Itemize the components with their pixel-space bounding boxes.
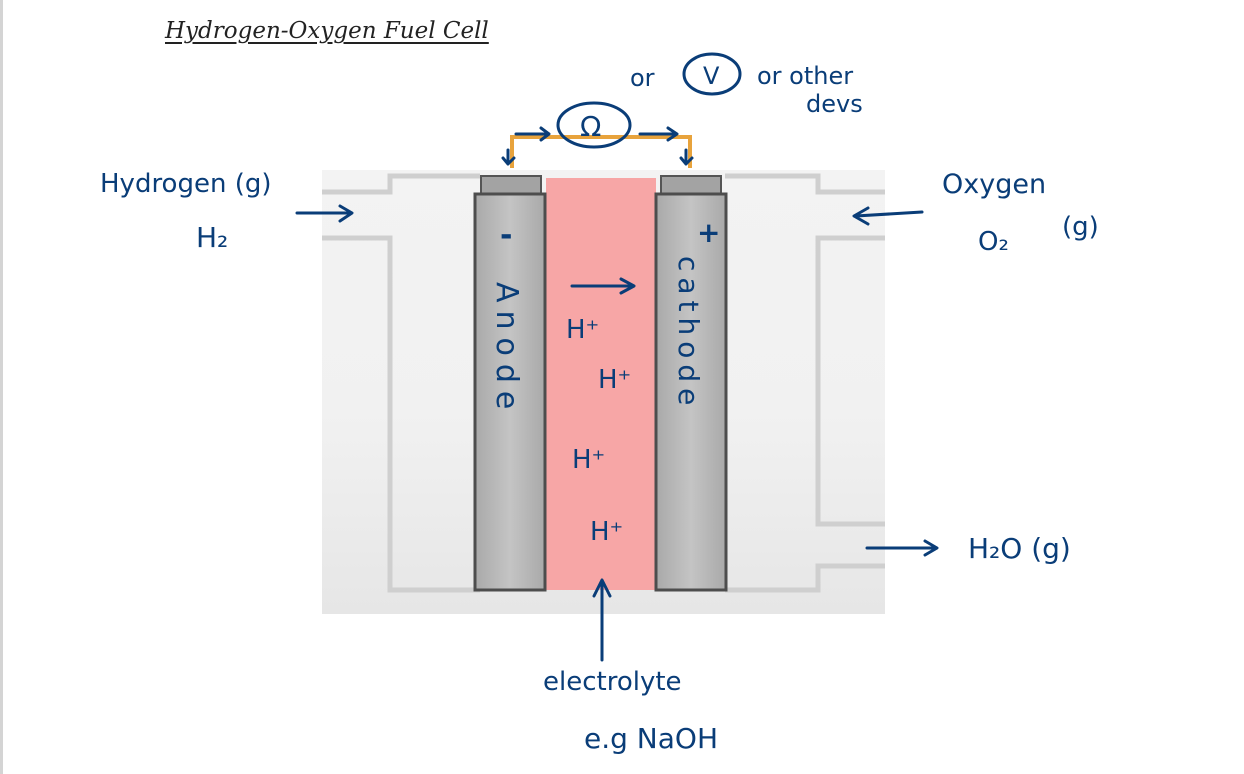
cathode-label: cathode <box>672 256 705 411</box>
water-arrow <box>865 539 939 557</box>
ion-label-3: H⁺ <box>572 445 605 475</box>
electrolyte-example: e.g NaOH <box>584 722 718 755</box>
or-label-1: or <box>630 64 655 92</box>
ion-label-1: H⁺ <box>566 315 599 345</box>
page-edge <box>0 0 3 774</box>
devices-label: devs <box>806 90 863 118</box>
external-wire <box>510 135 692 168</box>
oxygen-label: Oxygen <box>942 169 1046 200</box>
electron-arrow-left <box>514 126 551 142</box>
voltmeter-circle <box>682 52 742 96</box>
electrolyte-label: electrolyte <box>543 667 682 697</box>
cathode-sign: + <box>697 216 720 249</box>
hydrogen-arrow <box>295 204 354 223</box>
electrolyte-region <box>546 178 656 590</box>
cathode-electrode <box>654 175 728 592</box>
ion-label-4: H⁺ <box>590 517 623 547</box>
or-other-label: or other <box>757 62 853 90</box>
electrolyte-arrow <box>592 578 612 662</box>
page-title: Hydrogen-Oxygen Fuel Cell <box>165 18 489 44</box>
anode-sign: - <box>500 218 512 253</box>
resistor-circle <box>556 101 632 149</box>
resistor-symbol: Ω <box>580 110 601 143</box>
ion-label-2: H⁺ <box>598 365 631 395</box>
ion-flow-arrow <box>570 277 636 295</box>
wire-drop-left <box>501 148 516 166</box>
wire-drop-right <box>679 148 694 166</box>
anode-label: Anode <box>489 282 524 417</box>
hydrogen-label: Hydrogen (g) <box>100 169 272 199</box>
electron-arrow-right <box>638 126 679 142</box>
water-label: H₂O (g) <box>968 532 1071 565</box>
anode-electrode <box>473 175 547 592</box>
oxygen-state: (g) <box>1062 212 1099 242</box>
oxygen-formula: O₂ <box>978 227 1009 257</box>
voltmeter-symbol: V <box>703 62 720 90</box>
oxygen-arrow <box>852 206 924 226</box>
hydrogen-formula: H₂ <box>196 221 228 254</box>
